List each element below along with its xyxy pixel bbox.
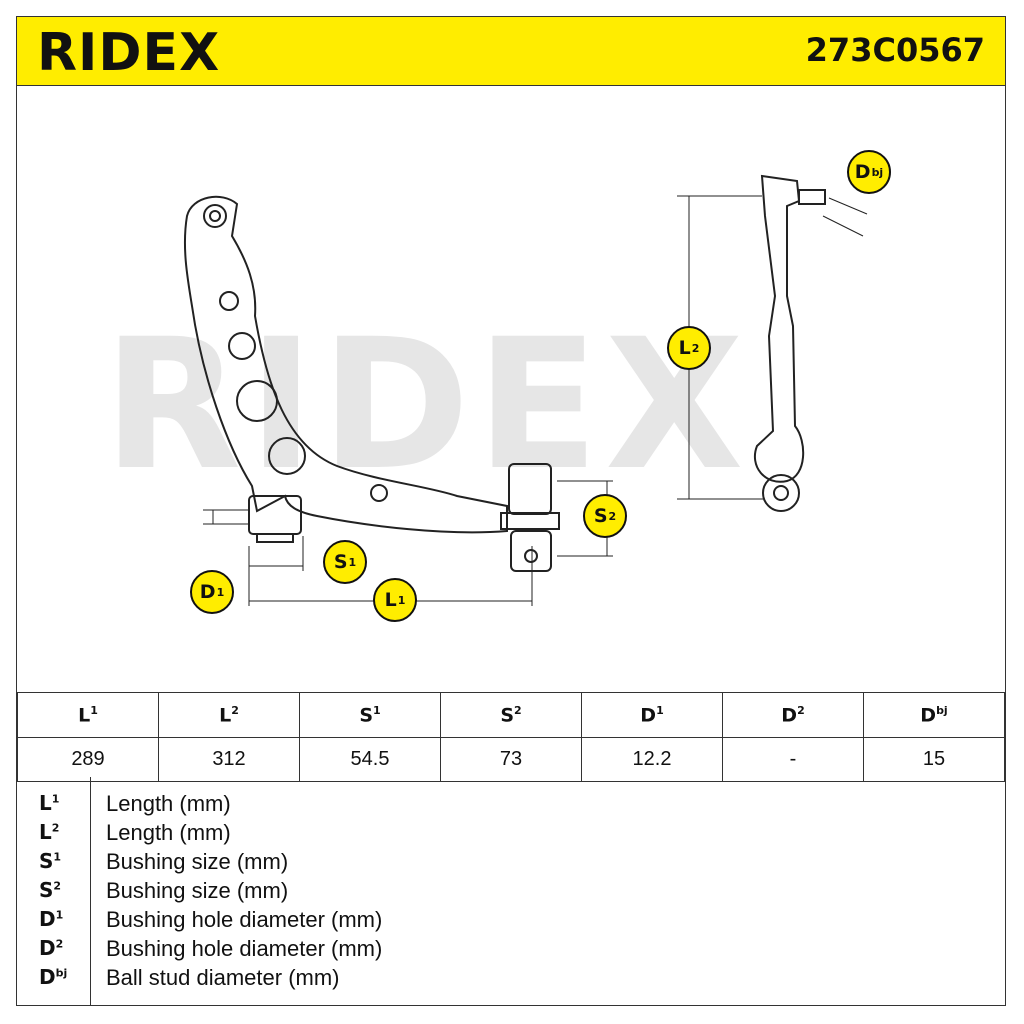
legend-desc: Length (mm)	[106, 791, 231, 816]
legend-code: L2	[39, 820, 60, 844]
side-view-outline	[754, 174, 805, 483]
legend-code: Dbj	[39, 965, 68, 989]
spec-sheet: RIDEX 273C0567 RIDEX	[16, 16, 1006, 1006]
legend-item: S2 Bushing size (mm)	[17, 878, 1005, 907]
spec-col-l2: L2	[158, 692, 300, 738]
legend-item: L1 Length (mm)	[17, 791, 1005, 820]
spec-value-s2: 73	[440, 737, 582, 782]
rear-bushing	[508, 463, 552, 515]
spec-value-dbj: 15	[863, 737, 1005, 782]
spec-value-d1: 12.2	[581, 737, 723, 782]
legend-item: D2 Bushing hole diameter (mm)	[17, 936, 1005, 965]
spec-col-s2: S2	[440, 692, 582, 738]
spec-value-l1: 289	[17, 737, 159, 782]
spec-header-row: L1 L2 S1 S2 D1 D2 Dbj	[17, 692, 1005, 738]
spec-value-row: 289 312 54.5 73 12.2 - 15	[17, 737, 1005, 782]
legend-item: L2 Length (mm)	[17, 820, 1005, 849]
legend-item: Dbj Ball stud diameter (mm)	[17, 965, 1005, 994]
legend-desc: Length (mm)	[106, 820, 231, 845]
arm-hole	[228, 332, 256, 360]
spec-col-l1: L1	[17, 692, 159, 738]
legend-code: D2	[39, 936, 64, 960]
spec-col-s1: S1	[299, 692, 441, 738]
watermark-logo: RIDEX	[103, 301, 750, 510]
legend-desc: Bushing hole diameter (mm)	[106, 936, 383, 961]
legend-code: S2	[39, 878, 62, 902]
arm-hole	[219, 291, 239, 311]
legend-desc: Bushing size (mm)	[106, 878, 289, 903]
legend-code: S1	[39, 849, 62, 873]
ball-joint	[203, 204, 227, 228]
legend-desc: Ball stud diameter (mm)	[106, 965, 340, 990]
spec-col-d1: D1	[581, 692, 723, 738]
spec-table: L1 L2 S1 S2 D1 D2 Dbj 289 312 54.5 73 12…	[17, 692, 1005, 782]
spec-value-s1: 54.5	[299, 737, 441, 782]
legend-code: D1	[39, 907, 64, 931]
legend-desc: Bushing hole diameter (mm)	[106, 907, 383, 932]
brand-logo: RIDEX	[37, 23, 221, 83]
spec-value-d2: -	[722, 737, 864, 782]
spec-col-d2: D2	[722, 692, 864, 738]
header-bar: RIDEX 273C0567	[17, 17, 1005, 86]
legend-divider	[90, 777, 91, 1005]
legend-code: L1	[39, 791, 60, 815]
spec-col-dbj: Dbj	[863, 692, 1005, 738]
arm-hole	[370, 484, 388, 502]
dim-line-dbj	[828, 197, 868, 215]
legend-item: S1 Bushing size (mm)	[17, 849, 1005, 878]
technical-drawing: RIDEX	[17, 86, 1005, 692]
arm-outline	[183, 195, 508, 534]
arm-hole	[268, 437, 306, 475]
ball-stud	[798, 189, 826, 205]
arm-hole	[236, 380, 278, 422]
legend: L1 Length (mm) L2 Length (mm) S1 Bushing…	[17, 777, 1005, 1005]
legend-desc: Bushing size (mm)	[106, 849, 289, 874]
spec-value-l2: 312	[158, 737, 300, 782]
legend-item: D1 Bushing hole diameter (mm)	[17, 907, 1005, 936]
part-number: 273C0567	[805, 31, 985, 69]
